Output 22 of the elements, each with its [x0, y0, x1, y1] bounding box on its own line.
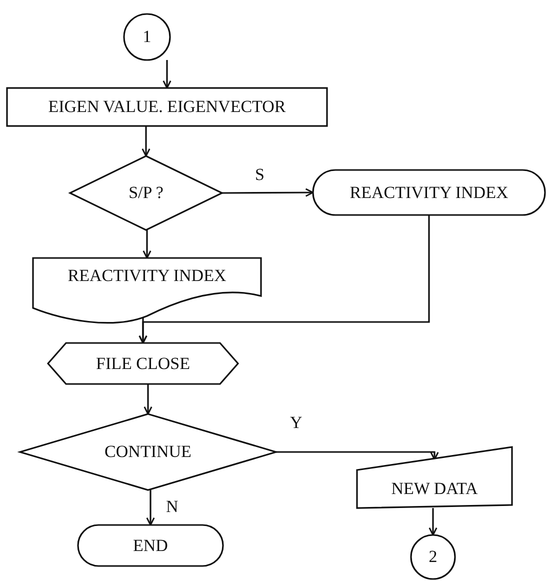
connector-circle: 1	[124, 14, 170, 60]
preparation-hexagon: FILE CLOSE	[48, 343, 238, 384]
connector-circle: 2	[411, 535, 455, 579]
document-shape: REACTIVITY INDEX	[33, 258, 261, 322]
decision-diamond: CONTINUE	[20, 414, 276, 490]
arrow	[146, 490, 155, 526]
terminal-box: REACTIVITY INDEX	[313, 170, 545, 215]
arrow	[428, 508, 438, 536]
process-box: EIGEN VALUE. EIGENVECTOR	[7, 88, 327, 126]
arrow	[162, 60, 172, 89]
terminal-box: END	[78, 525, 223, 566]
arrow	[142, 230, 152, 259]
decision-diamond: S/P ?	[70, 156, 222, 230]
arrow	[138, 215, 430, 344]
edge-label: Y	[288, 414, 304, 431]
arrow	[142, 126, 150, 157]
arrow	[144, 384, 152, 415]
arrow	[222, 188, 314, 197]
manual-input-shape: NEW DATA	[357, 447, 512, 508]
edge-label: S	[253, 166, 266, 183]
arrow	[276, 451, 439, 460]
edge-label: N	[164, 498, 180, 515]
